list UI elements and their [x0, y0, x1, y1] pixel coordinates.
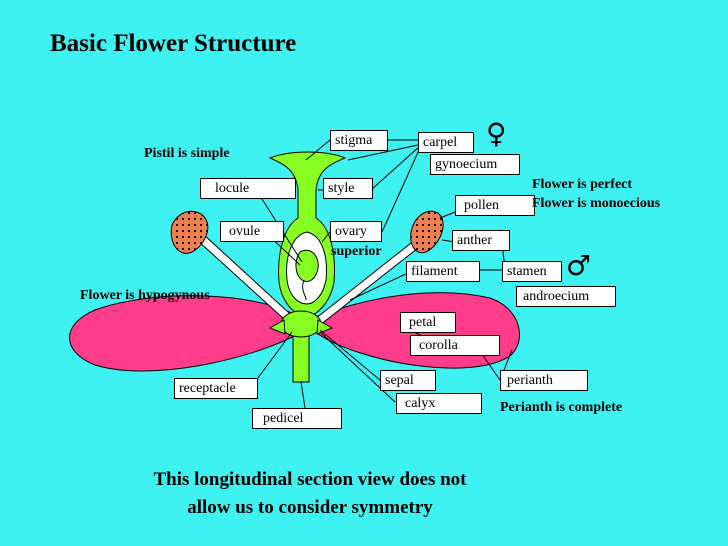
note-pistil-simple: Pistil is simple [144, 146, 230, 161]
slide-title: Basic Flower Structure [50, 30, 297, 57]
ovule [295, 249, 319, 282]
female-symbol: ♀ [486, 117, 507, 150]
label-calyx: calyx [396, 393, 482, 414]
label-receptacle: receptacle [174, 378, 258, 399]
caption-line-1: This longitudinal section view does not [153, 469, 467, 490]
label-stamen: stamen [502, 261, 562, 282]
label-petal: petal [400, 312, 456, 333]
label-corolla: corolla [410, 335, 500, 356]
left-sepal [268, 319, 286, 335]
male-symbol: ♂ [566, 249, 592, 282]
label-pedicel: pedicel [252, 408, 342, 429]
note-flower-perfect: Flower is perfect [532, 177, 633, 192]
note-perianth-complete: Perianth is complete [500, 400, 623, 415]
label-sepal: sepal [380, 370, 436, 391]
caption-line-2: allow us to consider symmetry [187, 497, 433, 518]
note-superior: superior [331, 244, 382, 259]
label-carpel: carpel [418, 132, 474, 153]
note-flower-monoecious: Flower is monoecious [532, 196, 661, 211]
label-filament: filament [406, 261, 480, 282]
left-petal [69, 295, 299, 372]
right-anther [410, 210, 444, 254]
pedicel-stalk [292, 329, 310, 383]
label-ovule: ovule [220, 221, 284, 242]
label-locule: locule [200, 178, 296, 199]
note-flower-hypogynous: Flower is hypogynous [80, 288, 210, 303]
label-androecium: androecium [516, 286, 616, 307]
label-style: style [323, 178, 373, 199]
label-anther: anther [452, 230, 510, 251]
label-pollen: pollen [455, 195, 535, 216]
label-gynoecium: gynoecium [430, 154, 520, 175]
label-stigma: stigma [330, 130, 388, 151]
label-ovary: ovary [330, 221, 382, 242]
receptacle-shape [280, 310, 322, 338]
left-anther [170, 210, 209, 254]
caption: This longitudinal section view does not … [100, 466, 520, 522]
label-perianth: perianth [500, 370, 588, 391]
